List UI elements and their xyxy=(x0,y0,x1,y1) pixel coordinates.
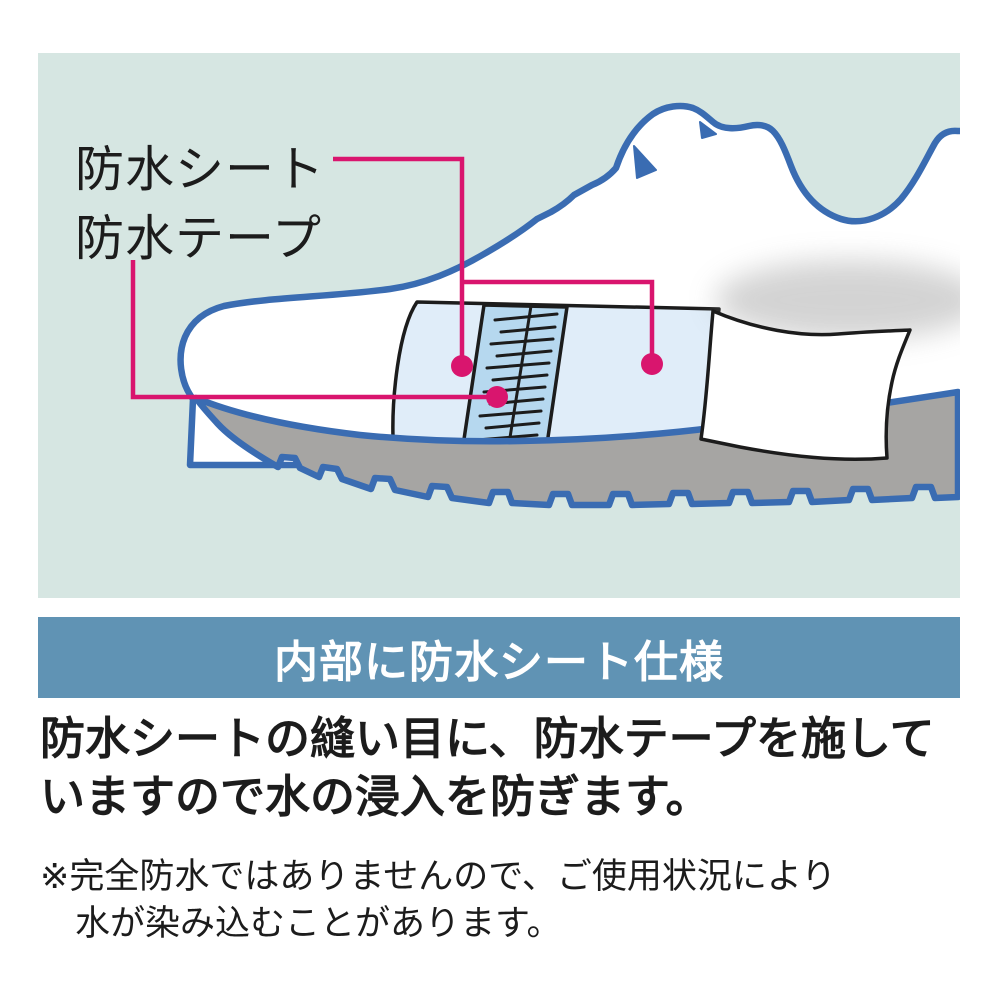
banner-title: 内部に防水シート仕様 xyxy=(274,637,724,687)
illustration-panel xyxy=(38,53,960,598)
sole xyxy=(192,388,960,509)
leader-line-sheet xyxy=(333,156,465,366)
peeled-flap xyxy=(699,309,912,462)
leader-dot-tape xyxy=(486,386,508,408)
shoe-illustration xyxy=(38,53,960,598)
leader-dot-sheet-left xyxy=(451,355,473,377)
seam-stitches xyxy=(475,304,559,452)
footnote-line-1: ※完全防水ではありませんので、ご使用状況により xyxy=(40,857,837,896)
tongue-mark-icon xyxy=(633,145,657,179)
flap-shadow xyxy=(715,260,960,340)
leader-dot-sheet-right xyxy=(641,353,663,375)
leader-line-sheet-branch xyxy=(462,279,655,364)
footnote: ※完全防水ではありませんので、ご使用状況により 水が染み込むことがあります。 xyxy=(40,853,970,947)
label-waterproof-sheet: 防水シート xyxy=(75,143,326,197)
description-line-1: 防水シートの縫い目に、防水テープを施して xyxy=(40,713,935,764)
title-banner: 内部に防水シート仕様 xyxy=(38,617,960,698)
footnote-line-2: 水が染み込むことがあります。 xyxy=(75,904,562,943)
description-line-2: いますので水の浸入を防ぎます。 xyxy=(40,771,711,822)
leader-lines xyxy=(130,156,663,408)
description: 防水シートの縫い目に、防水テープを施して いますので水の浸入を防ぎます。 xyxy=(40,710,970,826)
tongue-mark-icon xyxy=(699,121,717,139)
label-waterproof-tape: 防水テープ xyxy=(75,212,323,266)
leader-line-tape xyxy=(130,260,497,400)
